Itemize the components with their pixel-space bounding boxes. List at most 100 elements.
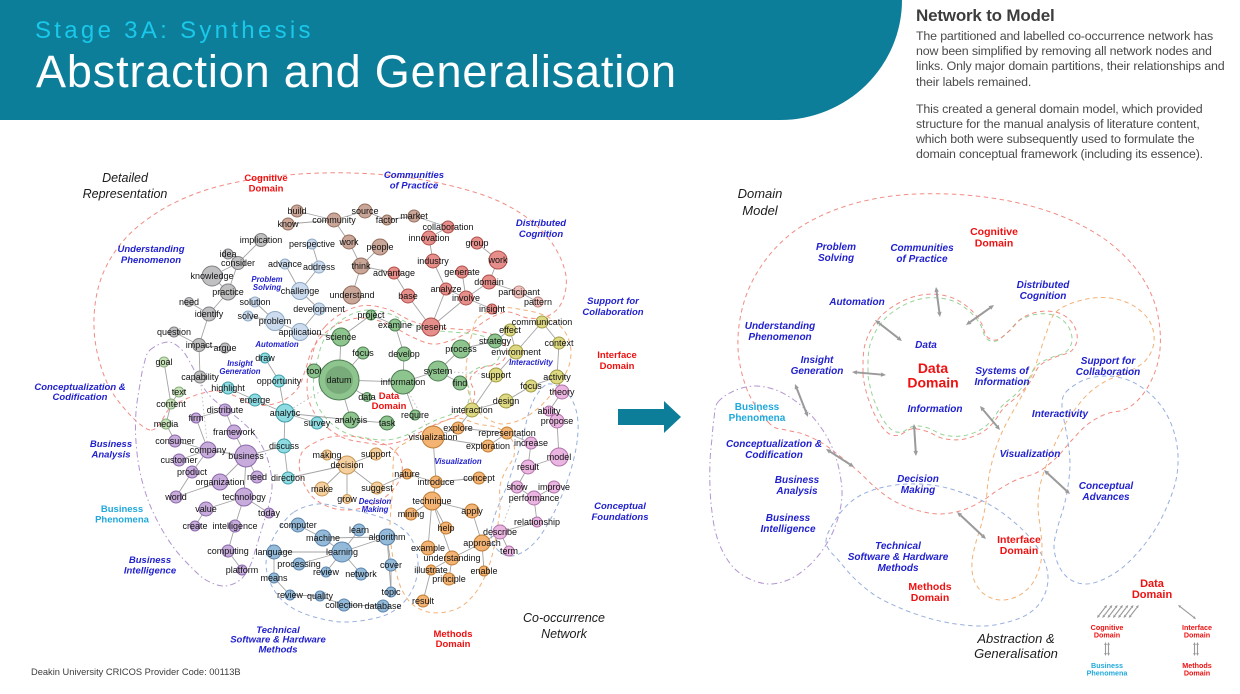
double-arrow-head: [1192, 616, 1196, 619]
network-node-label: product: [177, 467, 208, 477]
network-node: [481, 439, 495, 453]
relationship-arrow: [980, 406, 1000, 430]
page-title: Abstraction and Generalisation: [36, 46, 677, 97]
network-node-label: today: [258, 508, 281, 518]
network-node-label: information: [381, 377, 426, 387]
double-arrow-shaft: [795, 388, 808, 413]
network-node-label: source: [351, 206, 378, 216]
network-node-label: content: [156, 399, 186, 409]
network-node-label: machine: [306, 533, 340, 543]
network-node-label: solve: [237, 311, 258, 321]
network-node-label: application: [278, 327, 321, 337]
network-node-label: direction: [271, 473, 305, 483]
network-node: [279, 258, 291, 270]
network-node: [396, 346, 412, 362]
network-edge: [457, 427, 508, 434]
network-node-label: address: [303, 262, 336, 272]
network-node: [526, 490, 542, 506]
network-node: [259, 352, 271, 364]
network-node-labels: implicationideaconsiderknowledgepractice…: [154, 206, 575, 611]
network-node-label: suggest: [361, 483, 393, 493]
network-node-label: emerge: [240, 395, 271, 405]
double-arrow-head: [1130, 605, 1134, 609]
network-node: [236, 564, 248, 576]
network-node: [331, 541, 353, 563]
network-node: [404, 507, 418, 521]
double-arrow-shaft: [1180, 606, 1194, 618]
double-arrow-shaft: [1046, 472, 1068, 492]
network-node-label: result: [412, 596, 435, 606]
network-node-label: increase: [514, 438, 548, 448]
network-node: [458, 290, 474, 306]
network-node-label: base: [398, 291, 418, 301]
double-arrow-head: [995, 424, 1000, 430]
network-node: [326, 212, 342, 228]
network-node: [228, 519, 242, 533]
network-node: [172, 453, 186, 467]
relationship-arrow: [852, 370, 886, 377]
network-node-label: analyze: [430, 284, 461, 294]
network-region-label: Conceptualization &Codification: [34, 382, 125, 403]
network-node-label: development: [293, 304, 345, 314]
network-edge: [435, 477, 480, 483]
network-node-label: exploration: [466, 441, 510, 451]
network-node-label: collection: [325, 600, 363, 610]
network-node-label: processing: [277, 559, 321, 569]
network-node: [160, 418, 172, 430]
double-arrow-head: [896, 336, 902, 341]
mini-arrow: [1178, 605, 1196, 619]
mini-arrow: [1107, 642, 1110, 656]
network-node: [201, 306, 217, 322]
network-node-label: cover: [380, 560, 402, 570]
cluster-outline-red: [737, 193, 1161, 515]
network-node-label: consider: [221, 258, 255, 268]
network-node: [341, 234, 357, 250]
network-node-label: introduce: [417, 477, 454, 487]
double-arrow-shaft: [982, 409, 998, 427]
double-arrow-head: [1193, 642, 1196, 645]
double-arrow-head: [988, 305, 994, 310]
network-node: [452, 375, 468, 391]
network-node: [242, 310, 254, 322]
network-node: [291, 323, 309, 341]
network-node: [421, 317, 441, 337]
network-node-label: collaboration: [422, 222, 473, 232]
double-arrow-head: [1044, 470, 1050, 476]
network-node: [381, 214, 393, 226]
network-node-label: understand: [329, 290, 374, 300]
network-node-label: interaction: [451, 405, 493, 415]
double-arrow-shaft: [959, 514, 984, 537]
network-region-label: Interactivity: [509, 358, 553, 367]
double-arrow-head: [1097, 614, 1100, 618]
network-node: [500, 426, 514, 440]
network-node-label: generate: [444, 267, 480, 277]
network-node-label: examine: [378, 320, 412, 330]
double-arrow-head: [1107, 653, 1110, 656]
model-label: Automation: [828, 297, 885, 308]
double-arrow-head: [826, 449, 832, 454]
network-node: [352, 257, 370, 275]
network-node: [498, 393, 514, 409]
double-arrow-head: [980, 406, 985, 412]
network-node-label: know: [277, 219, 299, 229]
network-node: [407, 209, 421, 223]
double-arrow-head: [957, 512, 963, 518]
network-node-label: platform: [226, 565, 259, 575]
network-nodes: [158, 203, 570, 613]
double-arrow-head: [1107, 642, 1110, 645]
network-node: [357, 203, 373, 219]
network-node-label: design: [493, 396, 520, 406]
network-node: [503, 323, 517, 337]
network-node: [290, 204, 304, 218]
double-arrow-head: [880, 372, 886, 377]
